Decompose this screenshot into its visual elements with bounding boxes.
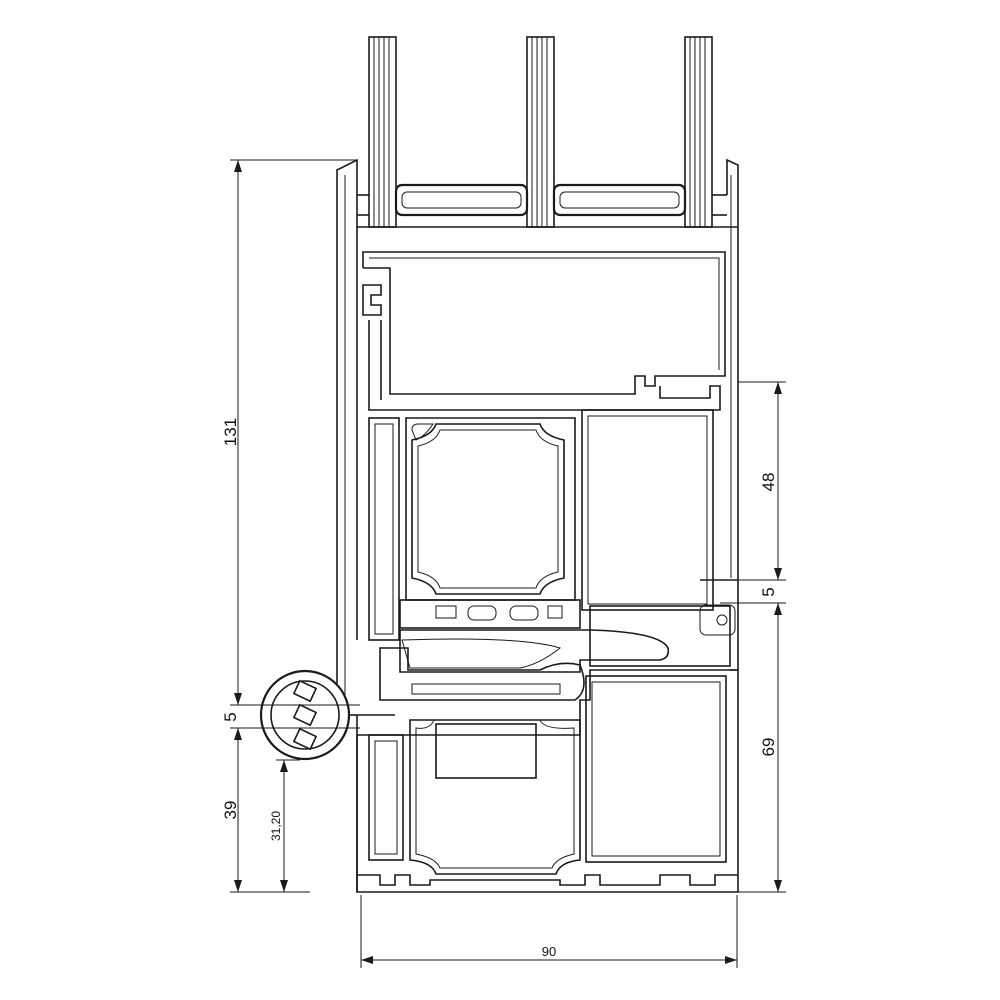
spacer-bars [394, 183, 687, 217]
hardware-zone [379, 579, 739, 701]
dim-label-5-right: 5 [759, 587, 778, 596]
dim-label-69: 69 [759, 738, 778, 757]
glass-pane-left [368, 36, 397, 228]
lower-frame [356, 669, 739, 893]
dimension-lines [230, 159, 786, 968]
dim-label-131: 131 [221, 418, 240, 446]
dim-label-5-left: 5 [221, 712, 240, 721]
dim-label-39: 39 [221, 801, 240, 820]
dim-label-31-20: 31,20 [269, 811, 283, 841]
dim-label-48: 48 [759, 473, 778, 492]
glass-pane-right [684, 36, 713, 228]
frame-outline [336, 158, 739, 697]
upper-chamber [362, 251, 726, 411]
glazing-panes [368, 36, 713, 228]
glass-pane-middle [526, 36, 555, 228]
lock-cylinder [259, 669, 357, 761]
dim-label-90: 90 [542, 944, 556, 959]
